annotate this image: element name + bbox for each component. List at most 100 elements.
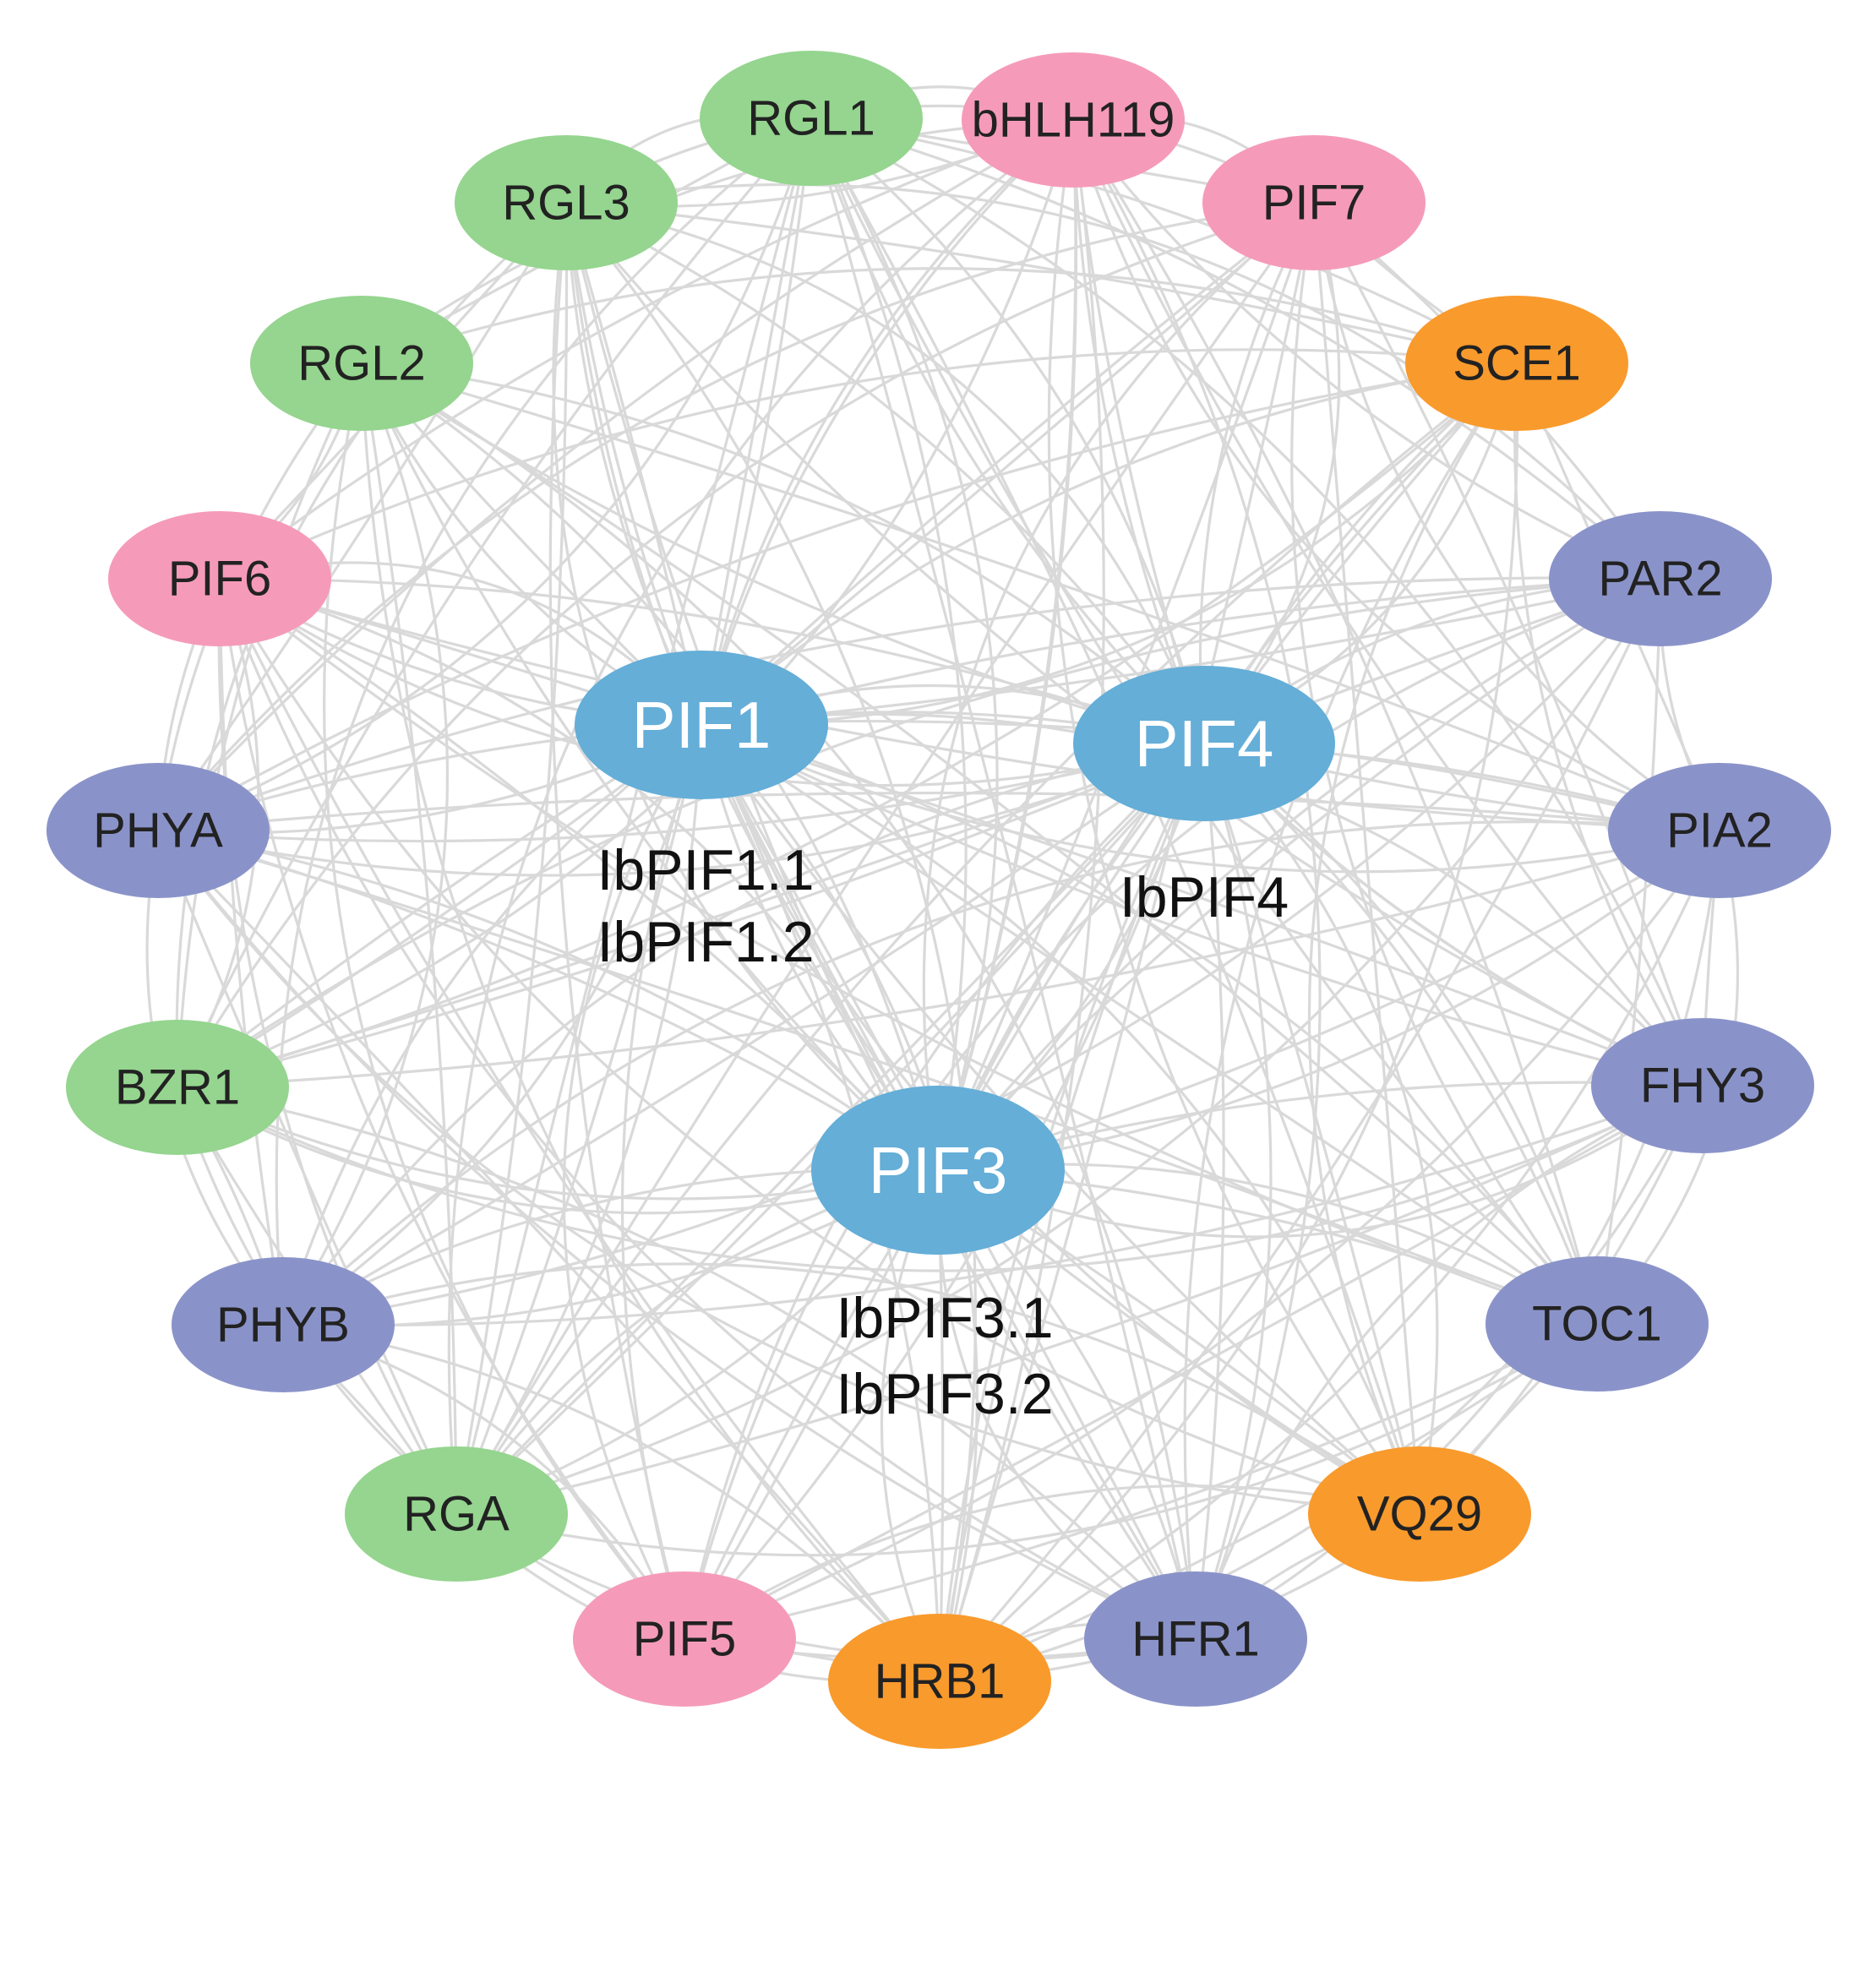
node-label: TOC1 — [1532, 1297, 1662, 1352]
interaction-edge — [922, 201, 1316, 1171]
node-fhy3-shape — [1591, 1018, 1814, 1153]
interaction-edge — [361, 362, 1599, 1326]
interaction-edge — [157, 791, 1720, 832]
node-rga-shape — [345, 1446, 568, 1582]
node-pif5-shape — [573, 1571, 796, 1707]
node-hfr1: HFR1 — [1084, 1571, 1307, 1707]
node-pia2-shape — [1608, 763, 1831, 898]
node-bzr1-shape — [66, 1020, 289, 1155]
interaction-edge — [564, 202, 1197, 1640]
interaction-edge — [565, 201, 1206, 744]
interaction-edge — [455, 1322, 1598, 1557]
interaction-edge — [282, 577, 1662, 1326]
node-bzr1: BZR1 — [66, 1020, 289, 1155]
interaction-edge — [156, 829, 941, 1683]
hub-label: PIF4 — [1135, 706, 1274, 781]
interaction-edge — [156, 830, 458, 1515]
hub-node-pif1-shape — [575, 651, 828, 799]
node-label: bHLH119 — [972, 93, 1175, 148]
interaction-edge — [361, 362, 1206, 745]
interaction-edge — [1595, 578, 1662, 1325]
hub-node-pif3-shape — [811, 1086, 1065, 1255]
interaction-edge — [936, 577, 1661, 1172]
interaction-edge — [455, 1512, 1197, 1662]
node-toc1-shape — [1486, 1256, 1709, 1392]
interaction-edge — [700, 118, 1075, 726]
hub-label: PIF1 — [632, 688, 771, 762]
node-vq29-shape — [1308, 1446, 1531, 1582]
interaction-edge — [564, 202, 1420, 1516]
interaction-edge — [361, 267, 1518, 365]
interaction-edge — [1071, 119, 1661, 580]
interaction-edge — [1312, 202, 1720, 832]
interaction-edge — [810, 117, 1662, 580]
interaction-edge — [282, 1323, 941, 1683]
node-rgl1: RGL1 — [700, 51, 923, 186]
interaction-edge — [455, 1084, 1704, 1516]
node-label: HFR1 — [1131, 1612, 1259, 1667]
interaction-edge — [700, 118, 1075, 726]
interaction-edge — [360, 362, 458, 1515]
interaction-edge — [157, 829, 1598, 1326]
interaction-edge — [565, 104, 1315, 204]
interaction-edge — [701, 723, 1599, 1325]
interaction-edge — [219, 577, 1704, 1087]
interaction-edge — [565, 201, 1206, 744]
node-label: PIF5 — [633, 1612, 737, 1667]
node-par2: PAR2 — [1549, 511, 1772, 646]
node-bhlh119-shape — [962, 52, 1185, 188]
node-pif6-shape — [108, 511, 331, 646]
node-label: RGL2 — [297, 336, 426, 391]
interaction-edge — [1071, 119, 1704, 1087]
interaction-edge — [177, 742, 1205, 1089]
node-par2-shape — [1549, 511, 1772, 646]
ortholog-label: IbPIF4 — [1120, 865, 1289, 929]
interaction-edge — [360, 362, 940, 1172]
interaction-edge — [218, 578, 1197, 1641]
interaction-edge — [1307, 362, 1518, 1515]
interaction-edge — [1047, 119, 1421, 1515]
interaction-edge — [176, 201, 1315, 1088]
interaction-edge — [1202, 743, 1421, 1515]
node-label: SCE1 — [1453, 336, 1581, 391]
hub-label: PIF3 — [869, 1133, 1008, 1207]
interaction-edge — [157, 117, 813, 832]
node-rgl3: RGL3 — [455, 135, 678, 270]
node-rgl2: RGL2 — [250, 296, 473, 431]
interaction-edge — [455, 117, 813, 1515]
node-hfr1-shape — [1084, 1571, 1307, 1707]
interaction-edge — [219, 348, 1518, 580]
interaction-edge — [361, 118, 1074, 365]
interaction-edge — [938, 119, 1105, 1682]
interaction-edge — [361, 362, 1197, 1640]
node-pia2: PIA2 — [1608, 763, 1831, 898]
interaction-edge — [565, 182, 1662, 580]
interaction-edge — [156, 118, 1074, 832]
node-sce1: SCE1 — [1405, 296, 1628, 431]
node-label: PAR2 — [1598, 552, 1722, 607]
node-label: PIF6 — [168, 552, 272, 607]
interaction-edge — [282, 742, 1205, 1326]
interaction-edge — [219, 577, 1720, 832]
interaction-edge — [1202, 742, 1439, 1515]
node-hrb1: HRB1 — [828, 1614, 1051, 1749]
interaction-edge — [177, 362, 1518, 1089]
interaction-edge — [1203, 742, 1599, 1325]
interaction-edge — [157, 742, 1205, 877]
node-label: RGL1 — [747, 91, 875, 146]
interaction-edge — [455, 724, 703, 1515]
interaction-edge — [177, 1086, 1197, 1641]
node-label: RGL3 — [502, 176, 630, 231]
interaction-edge — [565, 201, 1518, 365]
ortholog-label: IbPIF1.2 — [597, 910, 814, 974]
interaction-edge — [156, 201, 1315, 832]
interaction-edge — [810, 117, 1704, 1087]
interaction-edge — [564, 201, 977, 1682]
interaction-edge — [701, 723, 1421, 1515]
interaction-edge — [1071, 119, 1206, 744]
